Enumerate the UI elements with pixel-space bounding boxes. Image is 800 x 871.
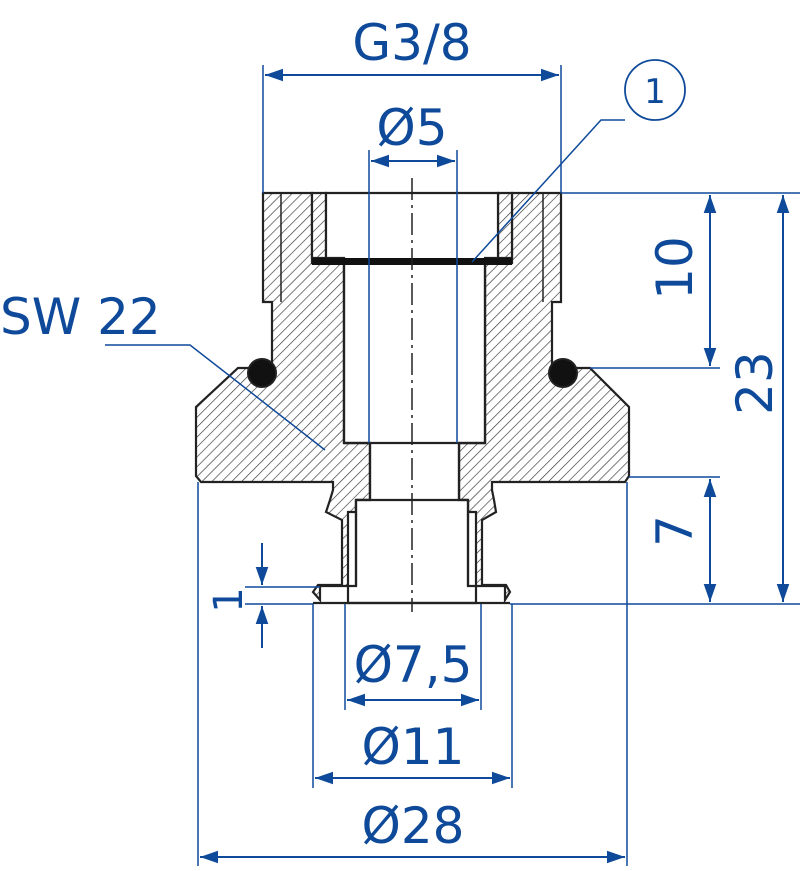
callout-circle <box>624 59 686 121</box>
thread-dimension: G3/8 <box>352 14 471 72</box>
o-ring-right <box>548 358 578 388</box>
diameter-7-5-dimension: Ø7,5 <box>354 636 473 694</box>
diameter-28-dimension: Ø28 <box>362 797 465 855</box>
dimensions: G3/8 Ø5 1 SW 22 10 23 7 1 Ø7, <box>0 14 800 866</box>
part-section <box>194 178 631 612</box>
o-ring-left <box>247 358 277 388</box>
dimension-23: 23 <box>726 351 784 415</box>
wrench-leader <box>105 344 326 451</box>
dimension-1: 1 <box>206 587 252 612</box>
dimension-10: 10 <box>646 236 704 300</box>
callout-number: 1 <box>644 72 666 112</box>
insert-left <box>310 191 328 260</box>
dimension-7: 7 <box>646 515 704 547</box>
callout-leader <box>471 119 625 263</box>
bore-diameter-dimension: Ø5 <box>376 99 447 157</box>
diameter-11-dimension: Ø11 <box>362 718 465 776</box>
wrench-size-label: SW 22 <box>0 288 161 346</box>
